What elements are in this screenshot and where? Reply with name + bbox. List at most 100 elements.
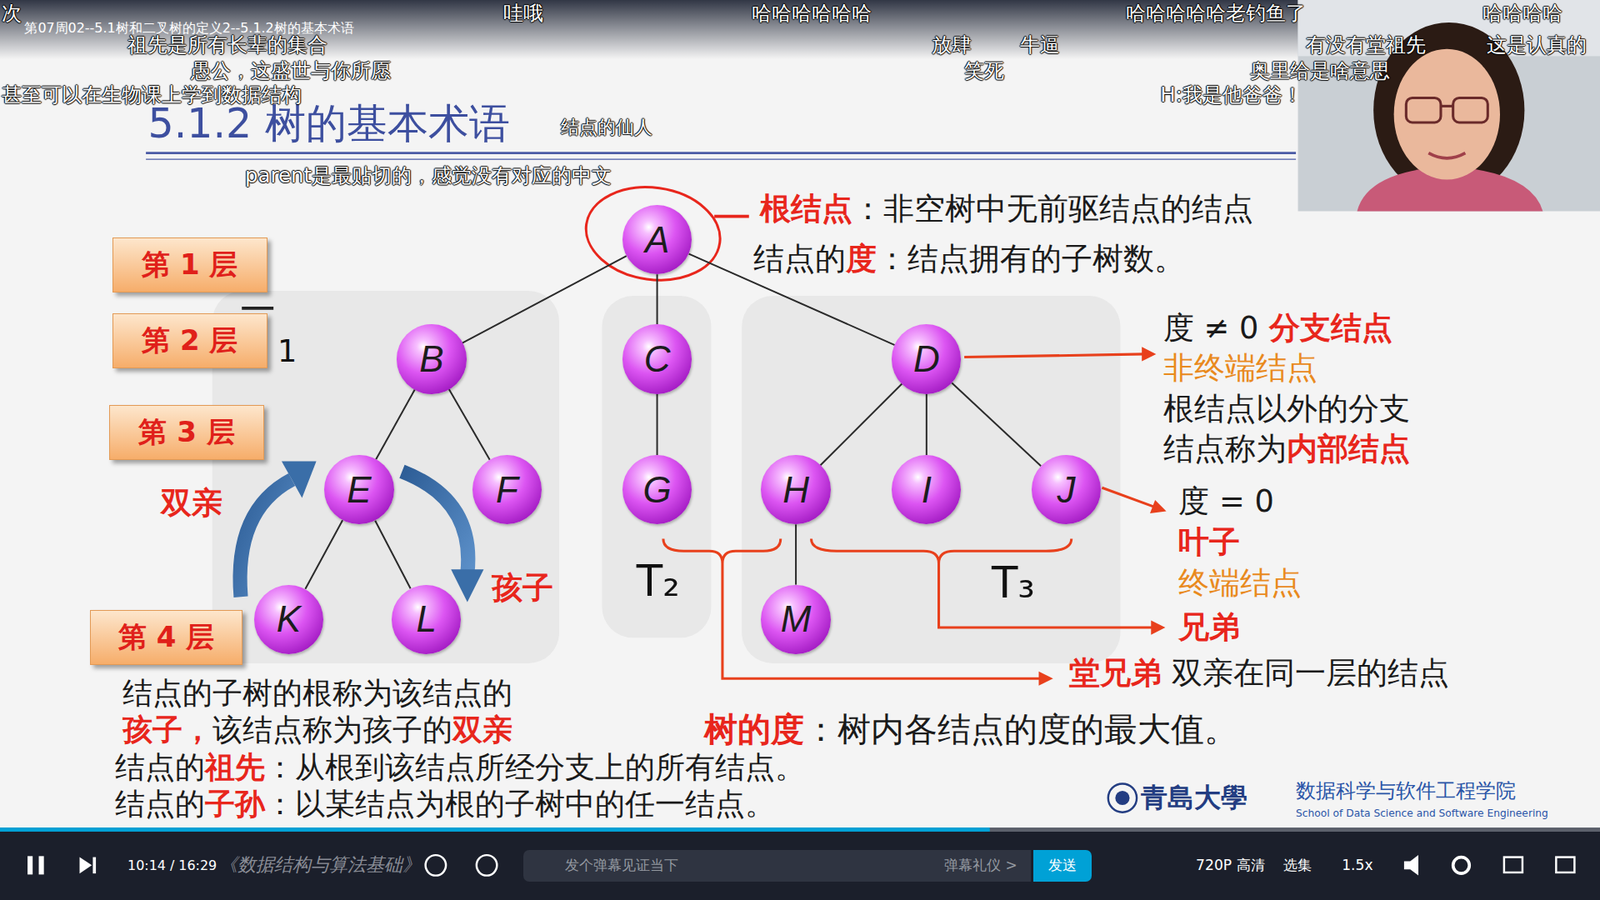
danmaku-comment: 结点的仙人 (560, 116, 653, 138)
definition-text: 度 (845, 240, 877, 277)
danmaku-comment: H:我是他爸爸！ (1160, 82, 1303, 107)
text-run: H:我是他爸爸！ (1160, 82, 1303, 107)
title-rule (145, 158, 1296, 160)
text-run: 非终端结点 (1163, 350, 1318, 387)
definition-text: 度 = 0 (1178, 483, 1274, 520)
danmaku-comment: 有没有堂祖先 (1305, 32, 1426, 57)
text-run: 结点的子孙：以某结点为根的子树中的任一结点。 (115, 786, 775, 823)
text-run: 度 = 0 (1178, 483, 1274, 520)
tree-branch (462, 255, 627, 343)
definition-text: 堂兄弟 (1069, 655, 1162, 691)
subtree-panel: T₃DHIJM (741, 295, 1120, 664)
player-control: 720P 高清 (1195, 856, 1265, 874)
tree-node: M (760, 585, 830, 655)
volume-icon (1404, 855, 1419, 875)
text-run: 结点的度：结点拥有的子树数。 (753, 240, 1185, 278)
settings-icon (1453, 857, 1470, 875)
glasses (1453, 98, 1489, 123)
danmaku-comment: 甚至可以在生物课上学到数据结构 (1, 82, 302, 107)
level-tag: 第 4 层 (90, 610, 244, 665)
arrow-head (1150, 500, 1167, 514)
definition-text: ：从根到该结点所经分支上的所有结点。 (265, 750, 805, 785)
danmaku-comment: 哇哦 (503, 0, 544, 25)
definition-text: ：树内各结点的度的最大值。 (804, 709, 1238, 750)
term-label: 兄弟 (1178, 609, 1240, 645)
tree-branch (375, 389, 415, 460)
node-letter: C (644, 338, 671, 380)
input-text: 弹幕礼仪 > (944, 855, 1018, 875)
button-label: 发送 (1048, 855, 1077, 875)
definition-text: 祖先 (205, 750, 265, 785)
widescreen-icon (1504, 857, 1523, 873)
level-label: 第 3 层 (138, 413, 235, 452)
progress-played (0, 827, 990, 832)
text-run: 1.5x (1341, 856, 1373, 875)
text-run: 根结点以外的分支结点称为内部结点 (1163, 389, 1421, 471)
bracket-lead (939, 563, 1154, 628)
node-letter: A (645, 219, 670, 261)
sibling-bracket (810, 539, 1153, 629)
text-run: 愚公，这盛世与你所愿 (190, 58, 391, 83)
danmaku-comment: 放肆 (931, 32, 972, 57)
danmaku-comment: parent是最贴切的，感觉没有对应的中文 (245, 163, 612, 188)
tree-node: H (760, 455, 830, 525)
school-emblem (1108, 783, 1137, 812)
tree-node: G (622, 455, 692, 525)
arrow-head (1150, 620, 1165, 635)
send-button: 发送 (1033, 850, 1092, 882)
node-letter: F (495, 469, 519, 511)
next-icon (80, 857, 93, 875)
pause-icon (27, 855, 33, 875)
term-label: 叶子 (1178, 524, 1240, 560)
player-bar (0, 831, 1600, 900)
arrow-head (450, 569, 484, 602)
webcam-view (1298, 0, 1600, 211)
danmaku-comment: 愚公，这盛世与你所愿 (190, 58, 391, 83)
definition-text: ：以某结点为根的子树中的任一结点。 (265, 786, 775, 821)
subtree-label: T₂ (636, 555, 680, 606)
subtree-panel: T₂ C G (601, 295, 711, 638)
text-run: 哇哦 (503, 0, 544, 25)
course-watermark: 《数据结构与算法基础》 (219, 854, 421, 875)
arrow-head (1141, 346, 1156, 361)
mouth (1428, 153, 1465, 159)
definition-text: 非终端结点 (1163, 350, 1318, 386)
progress-track (0, 827, 1600, 832)
tree-node: D (891, 324, 961, 394)
node-letter: G (642, 469, 671, 511)
node-letter: K (276, 598, 301, 640)
tree-node: C (622, 324, 692, 394)
text-run: 根结点：非空树中无前驱结点的结点 (760, 190, 1254, 228)
text-run: 甚至可以在生物课上学到数据结构 (1, 82, 302, 107)
danmaku-comment: 哈哈哈哈 (1482, 0, 1563, 25)
pause-icon (39, 855, 45, 875)
node-letter: H (782, 469, 810, 511)
tree-branch (820, 383, 903, 465)
tree-node: F (472, 455, 542, 525)
level-tag: 第 2 层 (112, 313, 268, 369)
input-text: 发个弹幕见证当下 (565, 855, 679, 875)
text-run: 奥里给是啥意思 (1250, 58, 1390, 83)
text-run: 《数据结构与算法基础》 (219, 854, 421, 876)
text-run: 堂兄弟双亲在同一层的结点 (1069, 655, 1450, 692)
arrow-shaft (964, 354, 1145, 358)
cousin-bracket (663, 539, 1041, 680)
tree-branch (656, 274, 659, 325)
definition-text: 结点的 (753, 240, 846, 277)
danmaku-comment: 哈哈哈哈哈老钓鱼了 (1125, 0, 1306, 25)
glasses (1405, 98, 1441, 123)
definition-text: ：非空树中无前驱结点的结点 (852, 190, 1254, 227)
definition-text: 该结点称为孩子的 (212, 712, 453, 747)
definition-text: 结点的 (115, 786, 205, 821)
arrow-shaft (1101, 487, 1155, 507)
tree-branch (305, 520, 343, 589)
text-slot: T₃ (991, 558, 1035, 610)
term-label: 孩子 (491, 570, 554, 606)
definition-text: 内部结点 (1286, 430, 1410, 467)
term-label: 终端结点 (1178, 565, 1302, 601)
text-run: 牛逼 (1020, 32, 1060, 57)
hidden-subtree-mark (241, 306, 274, 310)
tree-node: B (396, 324, 466, 394)
text-run: 结点的子树的根称为该结点的 (122, 675, 513, 712)
